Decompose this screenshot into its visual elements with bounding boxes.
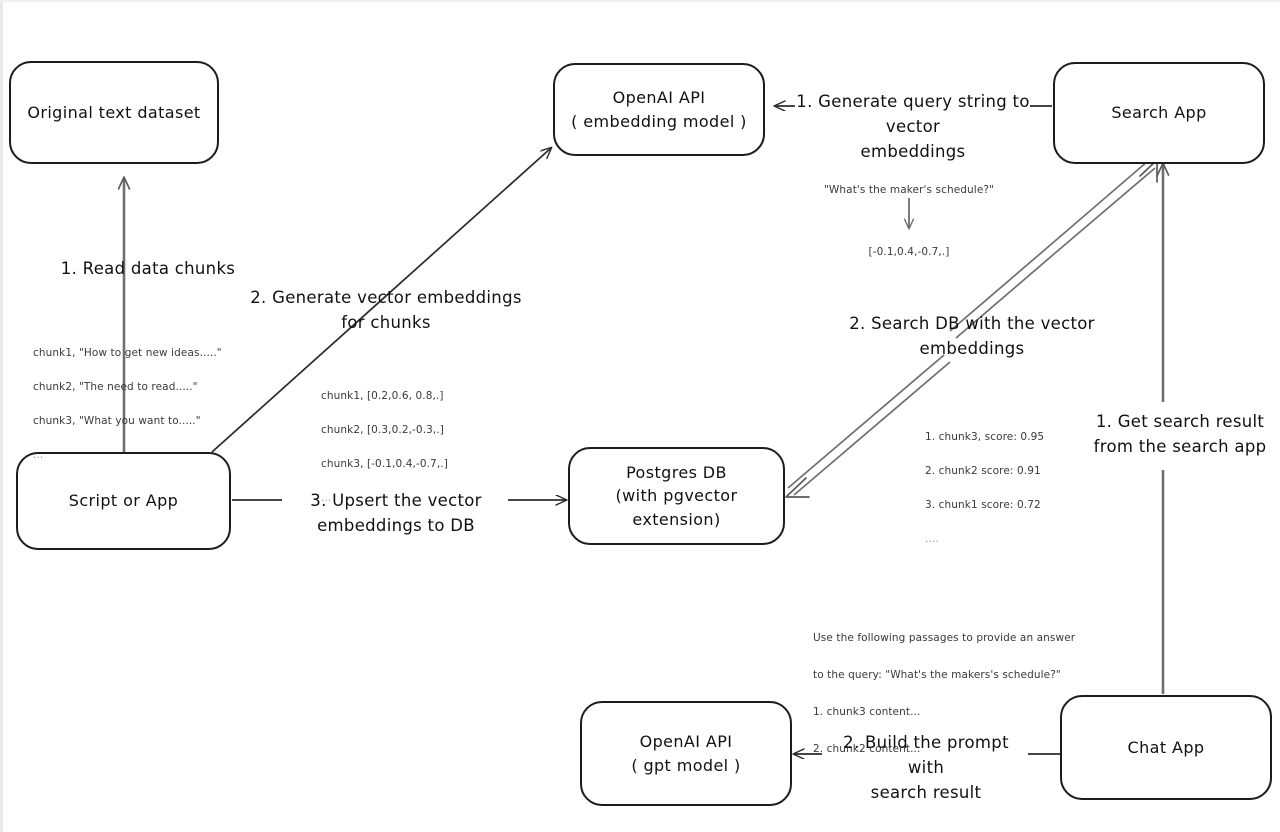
edge-label-generate-query-string: 1. Generate query string to vector embed…: [796, 92, 1030, 161]
edge-label-read-data-chunks: 1. Read data chunks: [60, 259, 236, 278]
note-prompt-template-line-1: Use the following passages to provide an…: [813, 632, 1076, 645]
node-script-or-app[interactable]: Script or App: [16, 452, 231, 550]
node-original-text-dataset[interactable]: Original text dataset: [9, 61, 219, 164]
note-query-embedding: [-0.1,0.4,-0.7,.]: [868, 246, 950, 258]
node-openai-api-gpt[interactable]: OpenAI API ( gpt model ): [580, 701, 792, 806]
node-openai-api-gpt-sublabel: ( gpt model ): [631, 755, 741, 775]
edge-label-upsert-to-db: 3. Upsert the vector embeddings to DB: [310, 491, 482, 535]
note-search-results-line-4: ....: [925, 533, 939, 545]
note-chunk-embeddings-line-3: chunk3, [-0.1,0.4,-0.7,.]: [321, 458, 448, 470]
note-chunk-embeddings-line-2: chunk2, [0.3,0.2,-0.3,.]: [321, 424, 445, 436]
edge-label-search-db: 2. Search DB with the vector embeddings: [849, 314, 1095, 358]
node-postgres-db-sublabel: (with pgvector extension): [615, 486, 738, 529]
edge-label-generate-vector-embeddings: 2. Generate vector embeddings for chunks: [250, 288, 522, 332]
node-openai-api-gpt-label: OpenAI API: [639, 732, 733, 752]
note-search-results-line-1: 1. chunk3, score: 0.95: [925, 431, 1045, 443]
note-raw-chunks-line-2: chunk2, "The need to read.....": [33, 381, 198, 393]
note-prompt-template: Use the following passages to provide an…: [813, 611, 1113, 776]
note-prompt-template-line-3: 1. chunk3 content...: [813, 705, 921, 718]
node-search-app-label: Search App: [1111, 103, 1207, 123]
node-postgres-db-label: Postgres DB: [626, 463, 727, 483]
note-chunk-embeddings: chunk1, [0.2,0.6, 0.8,.] chunk2, [0.3,0.…: [321, 371, 541, 524]
note-raw-chunks-line-1: chunk1, "How to get new ideas.....": [33, 347, 222, 359]
note-raw-chunks-line-3: chunk3, "What you want to.....": [33, 415, 201, 427]
arrow-search-db: [785, 159, 1158, 498]
note-raw-chunks: chunk1, "How to get new ideas....." chun…: [33, 328, 263, 481]
top-edge-strip: [0, 0, 1280, 2]
node-original-text-dataset-label: Original text dataset: [27, 102, 201, 122]
note-raw-chunks-line-4: ...: [33, 449, 44, 461]
note-search-results: 1. chunk3, score: 0.95 2. chunk2 score: …: [925, 412, 1125, 565]
note-chunk-embeddings-line-1: chunk1, [0.2,0.6, 0.8,.]: [321, 390, 444, 402]
edge-label-build-prompt: 2. Build the prompt with search result: [843, 733, 1009, 802]
note-prompt-template-line-4: 2. chunk2 content...: [813, 742, 921, 755]
node-script-or-app-label: Script or App: [68, 491, 179, 511]
note-query-string: "What's the maker's schedule?": [824, 184, 994, 196]
arrow-generate-vector-embeddings: [211, 148, 551, 453]
note-prompt-template-line-2: to the query: "What's the makers's sched…: [813, 669, 1061, 682]
node-chat-app-label: Chat App: [1127, 737, 1205, 757]
node-openai-api-embedding-sublabel: ( embedding model ): [571, 111, 747, 131]
node-openai-api-embedding[interactable]: OpenAI API ( embedding model ): [553, 63, 765, 156]
node-chat-app[interactable]: Chat App: [1060, 695, 1272, 800]
node-search-app[interactable]: Search App: [1053, 62, 1265, 164]
edge-label-get-search-result: 1. Get search result from the search app: [1093, 412, 1267, 456]
note-chunk-embeddings-line-4: ...: [321, 492, 332, 504]
node-postgres-db[interactable]: Postgres DB (with pgvector extension): [568, 447, 785, 545]
note-search-results-line-2: 2. chunk2 score: 0.91: [925, 465, 1041, 477]
note-search-results-line-3: 3. chunk1 score: 0.72: [925, 499, 1041, 511]
node-openai-api-embedding-label: OpenAI API: [612, 88, 706, 108]
left-edge-strip: [0, 0, 3, 832]
